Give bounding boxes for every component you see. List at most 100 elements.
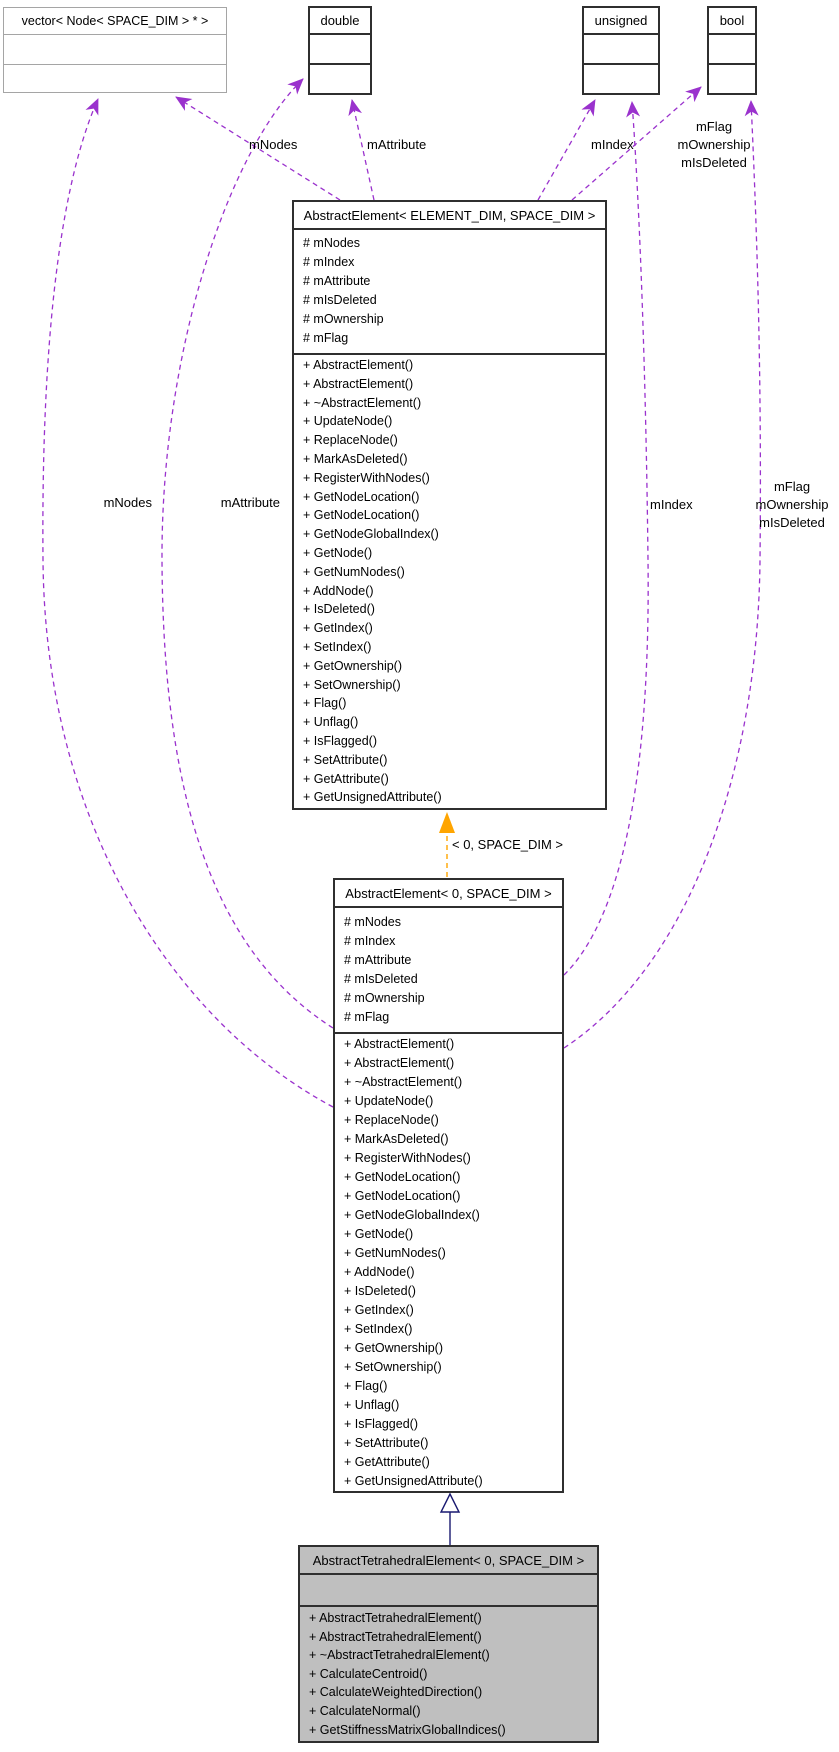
- member-row: + IsFlagged(): [303, 733, 377, 748]
- edge-label-mattribute-side: mAttribute: [220, 495, 280, 510]
- class-box-abstract-element-0[interactable]: AbstractElement< 0, SPACE_DIM > # mNodes…: [333, 878, 564, 1493]
- member-row: # mOwnership: [344, 991, 425, 1005]
- member-row: + GetNode(): [344, 1227, 414, 1241]
- edge-label-mnodes-top: mNodes: [249, 137, 298, 152]
- member-row: + Unflag(): [303, 715, 359, 730]
- edge-label-misdeleted: mIsDeleted: [759, 515, 825, 530]
- member-row: + CalculateWeightedDirection(): [309, 1685, 483, 1700]
- class-box-unsigned: unsigned: [582, 6, 660, 95]
- class-title: unsigned: [584, 8, 658, 35]
- member-row: + IsFlagged(): [344, 1417, 418, 1431]
- member-row: + GetNumNodes(): [303, 564, 405, 579]
- member-row: # mAttribute: [344, 953, 412, 967]
- member-row: + AddNode(): [344, 1265, 415, 1279]
- attributes-compartment: # mNodes # mIndex # mAttribute # mIsDeleted…: [294, 230, 605, 355]
- member-row: # mOwnership: [303, 312, 384, 326]
- class-box-bool: bool: [707, 6, 757, 95]
- member-row: + UpdateNode(): [303, 414, 393, 429]
- member-row: + GetIndex(): [303, 621, 373, 636]
- class-title: vector< Node< SPACE_DIM > * >: [4, 8, 226, 35]
- member-row: + GetIndex(): [344, 1303, 414, 1317]
- member-row: + ReplaceNode(): [303, 433, 398, 448]
- attributes-compartment: # mNodes# mIndex# mAttribute# mIsDeleted…: [335, 908, 562, 1034]
- edge-label-mnodes-side: mNodes: [103, 495, 152, 510]
- methods-compartment: + AbstractTetrahedralElement()+ Abstract…: [300, 1607, 597, 1739]
- member-row: + GetAttribute(): [303, 771, 389, 786]
- member-row: # mIndex: [344, 934, 396, 948]
- class-title: AbstractElement< ELEMENT_DIM, SPACE_DIM …: [294, 202, 605, 230]
- member-row: + GetNodeLocation(): [303, 489, 420, 504]
- member-row: + GetStiffnessMatrixGlobalIndices(): [309, 1722, 506, 1737]
- member-row: + GetNodeLocation(): [344, 1189, 461, 1203]
- class-box-abstract-element[interactable]: AbstractElement< ELEMENT_DIM, SPACE_DIM …: [292, 200, 607, 810]
- member-row: + GetOwnership(): [303, 658, 402, 673]
- edge-label-mownership: mOwnership: [755, 497, 829, 512]
- member-row: # mIsDeleted: [303, 293, 377, 307]
- class-title: double: [310, 8, 370, 35]
- class-box-double: double: [308, 6, 372, 95]
- member-row: + SetAttribute(): [344, 1436, 429, 1450]
- member-row: + AbstractTetrahedralElement(): [309, 1611, 482, 1625]
- member-row: + CalculateCentroid(): [309, 1666, 428, 1681]
- member-row: # mNodes: [303, 236, 360, 250]
- usage-edge-mflag-element: [571, 86, 702, 201]
- methods-compartment: + AbstractElement()+ AbstractElement()+ …: [335, 1034, 562, 1491]
- usage-edge-mattribute-element: [348, 99, 375, 201]
- member-row: # mFlag: [344, 1010, 390, 1024]
- member-row: + ~AbstractTetrahedralElement(): [309, 1648, 490, 1663]
- class-title: AbstractTetrahedralElement< 0, SPACE_DIM…: [300, 1547, 597, 1575]
- class-title: AbstractElement< 0, SPACE_DIM >: [335, 880, 562, 908]
- class-box-vector-node: vector< Node< SPACE_DIM > * >: [3, 7, 227, 93]
- member-row: + Flag(): [303, 696, 347, 711]
- member-row: + GetNodeLocation(): [303, 508, 420, 523]
- usage-edge-mindex-element0: [563, 101, 649, 976]
- attributes-compartment-empty: [310, 35, 370, 65]
- member-row: + ~AbstractElement(): [303, 395, 422, 410]
- member-row: # mIndex: [303, 255, 355, 269]
- member-row: + SetIndex(): [344, 1322, 413, 1336]
- member-row: + IsDeleted(): [344, 1284, 416, 1298]
- methods-compartment: + AbstractElement()+ AbstractElement()+ …: [294, 355, 605, 808]
- member-row: + GetNodeLocation(): [344, 1170, 461, 1184]
- member-row: + SetOwnership(): [303, 677, 401, 692]
- member-row: + SetAttribute(): [303, 752, 388, 767]
- member-row: + UpdateNode(): [344, 1094, 434, 1108]
- member-row: # mFlag: [303, 331, 349, 345]
- member-row: + Flag(): [344, 1379, 388, 1393]
- template-arrowhead-icon: [439, 812, 455, 833]
- member-row: + AbstractElement(): [344, 1037, 455, 1051]
- member-row: + IsDeleted(): [303, 602, 375, 617]
- member-row: + GetAttribute(): [344, 1455, 430, 1469]
- usage-edge-mindex-element: [537, 99, 596, 201]
- member-row: + GetNode(): [303, 545, 373, 560]
- member-row: + RegisterWithNodes(): [303, 470, 430, 485]
- member-row: + GetUnsignedAttribute(): [344, 1474, 483, 1488]
- attributes-compartment-empty: [709, 35, 755, 65]
- member-row: + GetNumNodes(): [344, 1246, 446, 1260]
- attributes-compartment-empty: [300, 1575, 597, 1607]
- member-row: + ReplaceNode(): [344, 1113, 439, 1127]
- edge-label-mflag: mFlag: [695, 119, 733, 134]
- member-row: + RegisterWithNodes(): [344, 1151, 471, 1165]
- member-row: # mAttribute: [303, 274, 371, 288]
- member-row: + Unflag(): [344, 1398, 400, 1412]
- edge-label-mindex-top: mIndex: [591, 137, 634, 152]
- edge-label-template-args: < 0, SPACE_DIM >: [452, 837, 564, 852]
- class-title: bool: [709, 8, 755, 35]
- member-row: + GetNodeGlobalIndex(): [303, 527, 439, 542]
- edge-label-misdeleted: mIsDeleted: [681, 155, 747, 170]
- edge-label-mattribute-top: mAttribute: [367, 137, 427, 152]
- inheritance-arrowhead-icon: [439, 1492, 461, 1513]
- member-row: + MarkAsDeleted(): [344, 1132, 449, 1146]
- member-row: + AddNode(): [303, 583, 374, 598]
- member-row: + AbstractElement(): [303, 376, 414, 391]
- member-row: + CalculateNormal(): [309, 1703, 421, 1718]
- member-row: + ~AbstractElement(): [344, 1075, 463, 1089]
- edge-label-flags-top: mFlag mOwnership mIsDeleted: [662, 118, 766, 172]
- edge-label-flags-side: mFlag mOwnership mIsDeleted: [748, 478, 836, 532]
- usage-edge-mnodes-element0: [42, 98, 334, 1108]
- attributes-compartment-empty: [584, 35, 658, 65]
- member-row: # mNodes: [344, 915, 401, 929]
